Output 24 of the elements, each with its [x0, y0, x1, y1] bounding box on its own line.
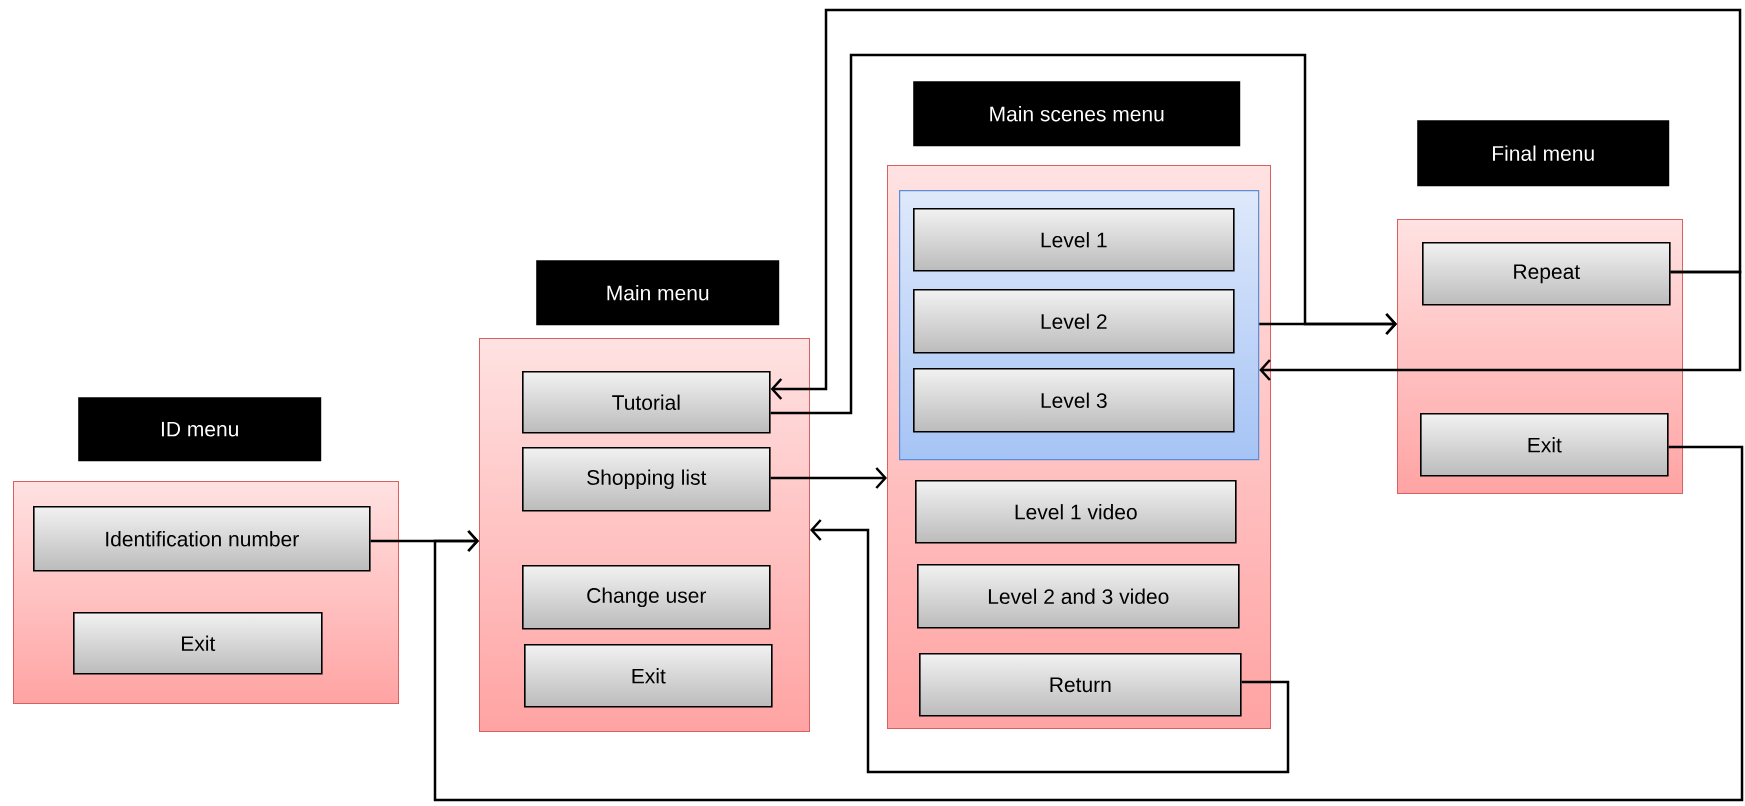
menu-title: Main scenes menu — [913, 81, 1241, 147]
arrow — [770, 467, 887, 489]
arrow — [770, 8, 1742, 400]
menu-button: Repeat — [1422, 242, 1671, 306]
menu-button: Level 1 video — [915, 480, 1237, 544]
arrow — [1259, 270, 1742, 381]
menu-button: Identification number — [33, 506, 371, 572]
menu-button: Exit — [73, 612, 323, 675]
menu-button: Exit — [1420, 413, 1669, 477]
arrow — [433, 445, 1744, 802]
menu-button: Level 1 — [913, 208, 1235, 272]
menu-button: Tutorial — [522, 371, 771, 434]
menu-button: Level 2 and 3 video — [917, 564, 1240, 629]
arrow — [1259, 313, 1398, 335]
arrow — [810, 519, 1290, 774]
menu-title: Main menu — [536, 260, 780, 326]
menu-title: ID menu — [78, 397, 322, 462]
menu-title: Final menu — [1417, 120, 1670, 187]
menu-button: Shopping list — [522, 447, 771, 512]
menu-button: Change user — [522, 565, 771, 630]
menu-button: Level 3 — [913, 368, 1235, 433]
menu-button: Level 2 — [913, 289, 1235, 354]
menu-button: Return — [919, 653, 1242, 717]
menu-button: Exit — [524, 644, 773, 708]
